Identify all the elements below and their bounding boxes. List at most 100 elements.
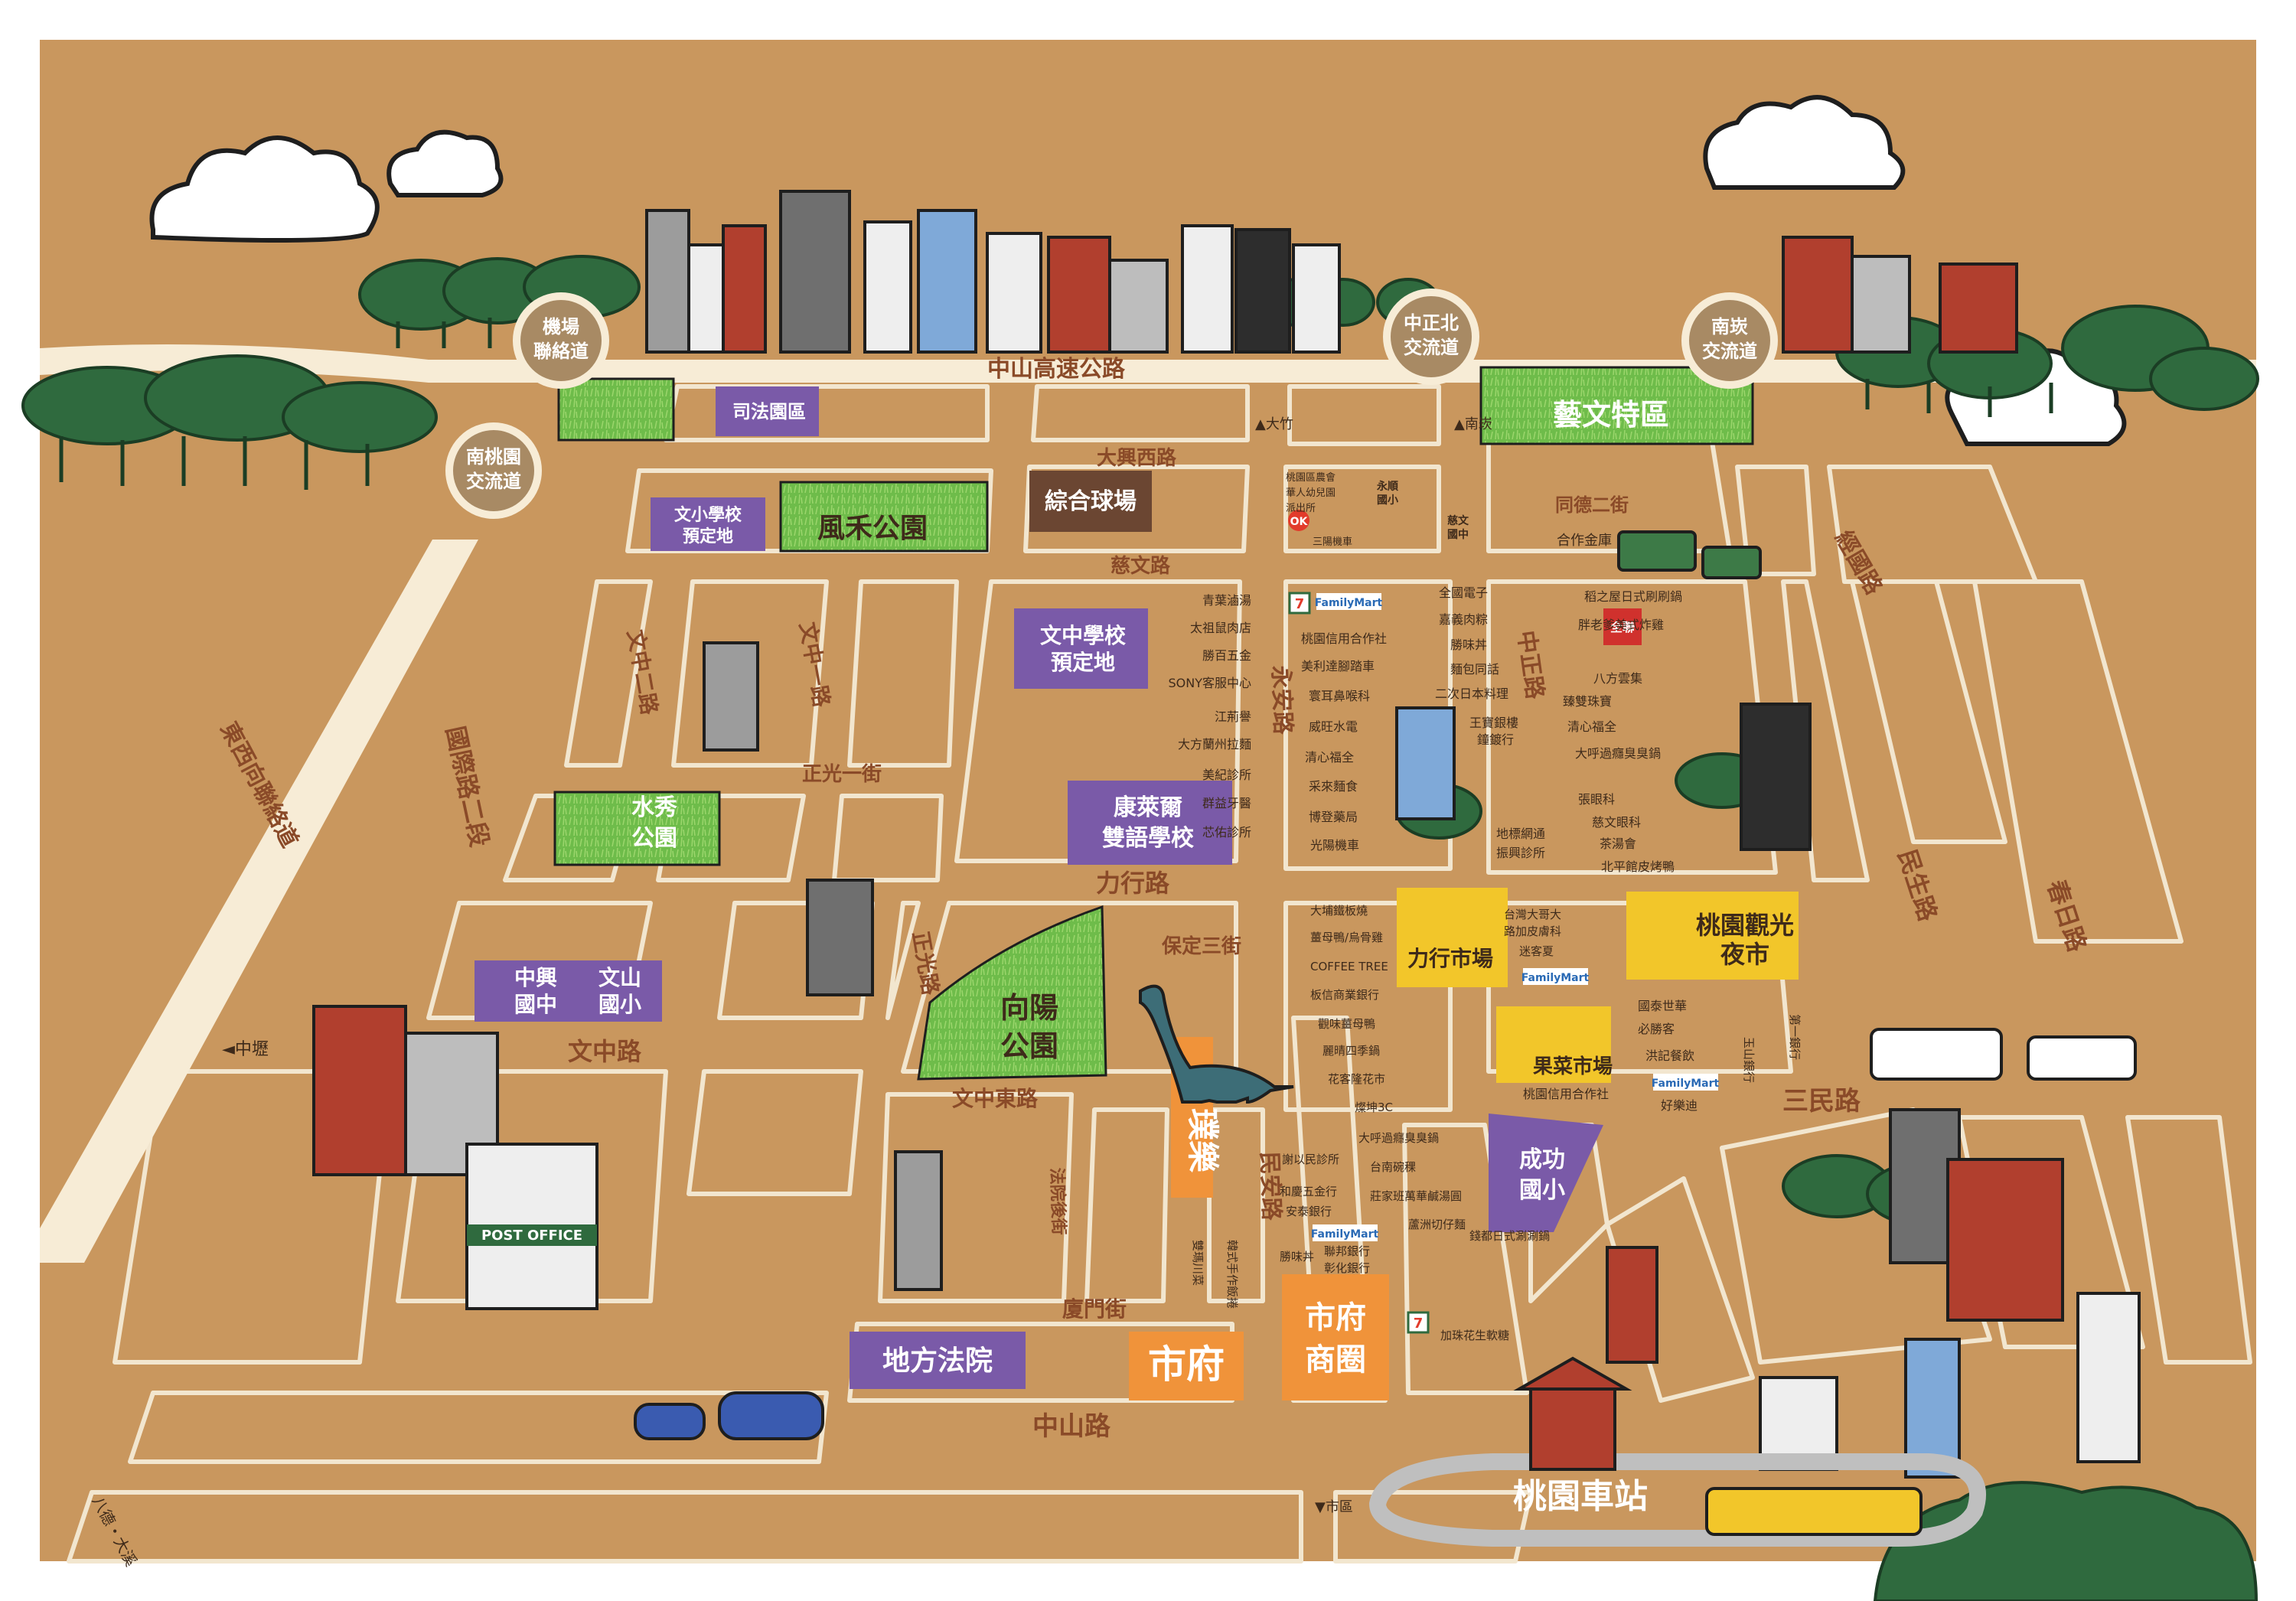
railway	[1368, 1356, 1986, 1547]
parks	[553, 366, 1754, 1081]
shops-yongan-east: 桃園信用合作社 美利達腳踏車 寰耳鼻喉科 威旺水電 清心福全 采來麵食 博登藥局…	[1301, 631, 1387, 853]
shop-label: 蘆洲切仔麵	[1408, 1218, 1466, 1231]
wenzhong-school-label-2: 預定地	[1051, 650, 1115, 675]
baoding-3rd-street-label: 保定三街	[1161, 934, 1241, 958]
ciwen-junior-high-label-1: 慈文	[1447, 514, 1469, 527]
wenzhong-road-label: 文中路	[568, 1037, 642, 1066]
shop-label: 采來麵食	[1309, 779, 1358, 794]
shop-label: 茶湯會	[1600, 836, 1636, 851]
shop-label: 勝百五金	[1202, 648, 1251, 663]
shop-label: 振興診所	[1496, 846, 1545, 860]
sanmin-road-label: 三民路	[1782, 1086, 1861, 1117]
fruit-market-label: 果菜市場	[1533, 1055, 1613, 1078]
shop-label: 桃園信用合作社	[1523, 1087, 1609, 1101]
post-office-building: POST OFFICE	[465, 1143, 598, 1310]
shop-label: 清心福全	[1305, 750, 1354, 765]
shop-label: 勝味丼	[1450, 637, 1487, 652]
shop-label: 太祖鼠肉店	[1190, 621, 1251, 635]
seven-eleven-icon-north: 7	[1295, 596, 1305, 612]
wenzhong-school-label-1: 文中學校	[1040, 623, 1127, 648]
shop-label: 迷客夏	[1519, 944, 1554, 958]
shops-market-side: 台灣大哥大 路加皮膚科 迷客夏	[1504, 908, 1561, 958]
kanglaier-label-1: 康萊爾	[1114, 794, 1182, 821]
zhongzheng-north-label-1: 中正北	[1404, 312, 1459, 334]
shop-label: 第一銀行	[1788, 1014, 1802, 1060]
yongan-road-label: 永安路	[1267, 665, 1296, 735]
city-hall-area-label-1: 市府	[1305, 1300, 1366, 1335]
shop-label: 王寶銀樓	[1469, 716, 1518, 730]
shop-label: 花客隆花市	[1328, 1072, 1385, 1086]
to-nankan-label: ▲南崁	[1454, 416, 1492, 432]
city-hall-label: 市府	[1148, 1342, 1225, 1387]
green-truck-small	[1701, 546, 1762, 579]
nankan-label-2: 交流道	[1702, 341, 1757, 362]
shop-label: 板信商業銀行	[1310, 988, 1379, 1002]
shop-label: 博登藥局	[1309, 810, 1358, 824]
shops-zhongzheng-west: 全國電子 嘉義肉粽 勝味丼 麵包同話 二次日本料理 王寶銀樓 鐘鍍行 地標網通 …	[1435, 585, 1545, 860]
zhongzheng-north-label-2: 交流道	[1404, 337, 1459, 358]
xiangyang-park-label-2: 公園	[1000, 1029, 1058, 1063]
zhengguang-1st-street-label: 正光一街	[802, 763, 882, 786]
shop-label: 莊家班萬華鹹湯圓	[1370, 1189, 1462, 1203]
shop-label: 薑母鴨/烏骨雞	[1310, 931, 1383, 944]
tongde-2nd-street-label: 同德二街	[1555, 494, 1629, 516]
skyline-buildings	[645, 190, 2018, 354]
shop-label: 鐘鍍行	[1477, 732, 1514, 747]
shop-label: 江荊譽	[1215, 709, 1251, 724]
shop-label: 臻雙珠寶	[1563, 694, 1612, 709]
to-dazhu-label: ▲大竹	[1255, 416, 1293, 432]
shop-label: 嘉義肉粽	[1439, 612, 1488, 627]
shop-label: 麗晴四季鍋	[1322, 1044, 1380, 1058]
green-truck	[1617, 530, 1697, 572]
ciwen-junior-high-label-2: 國中	[1447, 528, 1469, 541]
familymart-icon-market: FamilyMart	[1521, 972, 1590, 984]
grass-field-west	[557, 377, 675, 442]
shop-label: 台灣大哥大	[1504, 908, 1561, 921]
shop-label: 桃園區農會	[1286, 472, 1336, 484]
shop-label: COFFEE TREE	[1310, 960, 1388, 973]
to-city-label: ▼市區	[1315, 1499, 1353, 1515]
white-pickup	[1870, 1028, 2003, 1081]
shop-label: 群益牙醫	[1202, 796, 1251, 810]
ciwen-road-label: 慈文路	[1110, 554, 1171, 578]
fayuan-back-street-label: 法院後街	[1046, 1167, 1068, 1235]
shop-label: SONY客服中心	[1169, 676, 1252, 690]
yongshun-school-label-2: 國小	[1377, 494, 1398, 507]
shop-label: 加珠花生軟糖	[1440, 1329, 1509, 1342]
shop-label: 洪記餐飲	[1645, 1048, 1694, 1063]
shop-label: 路加皮膚科	[1504, 924, 1561, 938]
seven-eleven-icon-south: 7	[1414, 1316, 1424, 1332]
shop-label: 台南碗稞	[1370, 1160, 1416, 1174]
station-building	[1529, 1384, 1616, 1471]
brand-markers: 7 FamilyMart 7 FamilyMart FamilyMart Fam…	[1288, 510, 1720, 1334]
landmark-labels: 司法園區 文小學校 預定地 風禾公園 綜合球場 藝文特區 文中學校 預定地 康萊…	[514, 398, 1794, 1516]
blue-car-small	[634, 1403, 706, 1440]
district-court-label: 地方法院	[882, 1345, 993, 1377]
pule-label: 璞樂	[1184, 1108, 1221, 1173]
wenshan-school-label-2: 國小	[598, 992, 641, 1017]
shops-vertical: 雙瑪川菜 韓式手作飯捲	[1191, 1240, 1239, 1309]
city-buildings	[312, 641, 2141, 1479]
shop-label: 燦坤3C	[1355, 1100, 1393, 1114]
shuixiu-park-label-1: 水秀	[631, 794, 677, 821]
wenxiao-school-label-2: 預定地	[683, 527, 733, 546]
tree-trunks	[59, 314, 2053, 490]
dinosaur-sculpture	[1139, 984, 1294, 1104]
zhongxing-school-label-1: 中興	[514, 965, 557, 990]
yongshun-school-label-1: 永順	[1376, 480, 1399, 493]
taoyuan-station-label: 桃園車站	[1513, 1477, 1648, 1516]
shop-label: 清心福全	[1567, 719, 1616, 734]
shop-label: 好樂迪	[1661, 1098, 1698, 1113]
shop-label: 美利達腳踏車	[1301, 659, 1375, 673]
shop-label: 大呼過癮臭臭鍋	[1358, 1131, 1439, 1145]
airport-link-label-2: 聯絡道	[533, 341, 589, 362]
arts-zone-label: 藝文特區	[1553, 398, 1669, 432]
pxmart-icon: 全聯	[1609, 620, 1635, 634]
landmark-boxes	[475, 386, 1799, 1400]
south-taoyuan-label-1: 南桃園	[466, 446, 521, 468]
shop-label: 玉山銀行	[1742, 1037, 1756, 1083]
shop-label: 全國電子	[1439, 585, 1488, 600]
judicial-zone-label: 司法園區	[732, 401, 806, 422]
shop-label: 彰化銀行	[1324, 1261, 1370, 1275]
